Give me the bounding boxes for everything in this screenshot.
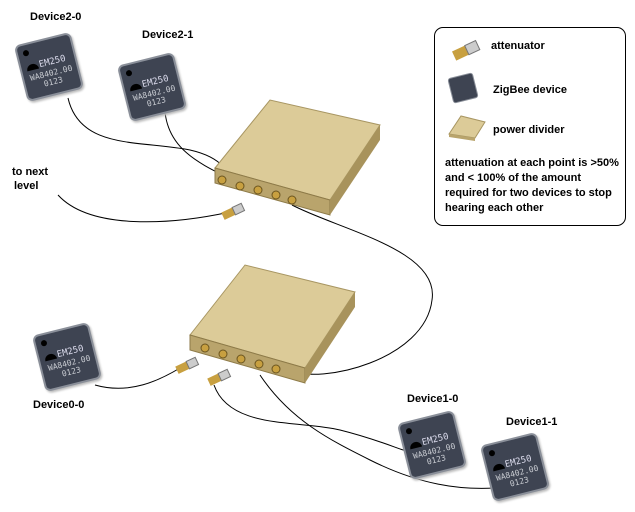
attenuator-icon [452, 39, 481, 61]
legend-attenuator-label: attenuator [491, 40, 545, 52]
device2-0-label: Device2-0 [30, 11, 82, 23]
device1-1-label: Device1-1 [506, 416, 558, 428]
wire-device1-1 [259, 374, 496, 489]
power-divider-lower [189, 264, 356, 384]
attenuator-icon [221, 202, 246, 220]
wire-next-level [57, 194, 231, 223]
device2-1-label: Device2-1 [142, 29, 194, 41]
power-divider-icon [448, 115, 486, 141]
wire-upper-to-lower [289, 204, 433, 375]
legend-note: attenuation at each point is >50% and < … [445, 157, 619, 214]
attenuator-icon [175, 356, 200, 374]
wire-device1-0 [213, 384, 411, 453]
power-divider-upper [214, 99, 381, 216]
next-level-label-1: to next [12, 166, 49, 178]
device0-0-label: Device0-0 [33, 399, 85, 411]
wire-device0-0 [94, 367, 181, 389]
next-level-label-2: level [14, 180, 39, 192]
attenuator-icon [207, 368, 232, 386]
legend-zigbee-label: ZigBee device [493, 84, 567, 96]
legend-divider-label: power divider [493, 124, 565, 136]
zigbee-device-icon [448, 73, 478, 103]
legend: attenuator ZigBee device power divider a… [434, 27, 626, 226]
device1-0-label: Device1-0 [407, 393, 459, 405]
